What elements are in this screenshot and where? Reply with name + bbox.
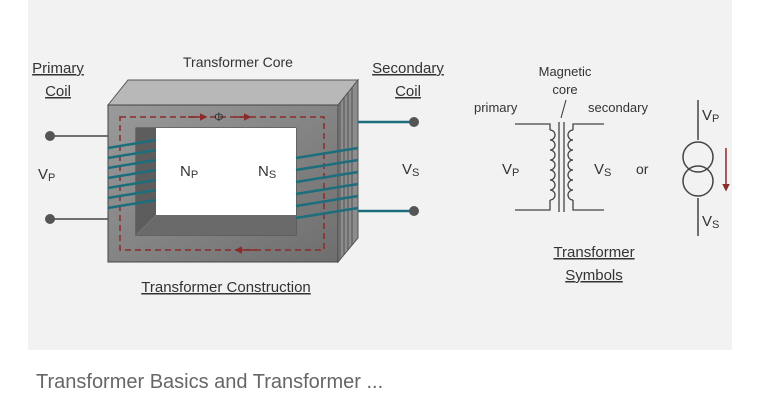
image-caption-link[interactable]: Transformer Basics and Transformer ... [36,371,384,393]
secondary-coil-label-line1: Secondary [372,60,444,77]
or-label: or [636,161,649,177]
secondary-symbol-label: secondary [588,100,648,115]
core-window-bottom [136,215,296,235]
vs-main: V [402,161,412,178]
symbol-vp-label: VP [502,161,519,179]
primary-winding [107,138,157,210]
phi-label: Φ [214,110,224,124]
vs-sub: S [412,167,419,179]
core-window [156,128,296,215]
vp-main: V [38,166,48,183]
primary-coil-label-line1: Primary [32,60,84,77]
secondary-coil-label-line2: Coil [395,83,421,100]
ns-sub: S [269,169,276,181]
symbol-vs-label: VS [594,161,611,179]
primary-symbol-label: primary [474,100,518,115]
transformer-construction-label: Transformer Construction [141,279,311,296]
primary-leads [52,135,108,220]
symbol-vs-sub: S [604,167,611,179]
np-sub: P [191,169,198,181]
symbol-vp-main: V [502,161,512,178]
alt-vs-main: V [702,213,712,230]
vp-label: VP [38,166,55,184]
magnetic-core-pointer [560,99,567,119]
symbol-vp-sub: P [512,167,519,179]
transformer-diagram: Φ Primary Coil Transformer Core Secondar… [32,54,730,296]
np-main: N [180,163,191,180]
ns-main: N [258,163,269,180]
alt-vp-main: V [702,107,712,124]
primary-terminal-bottom [45,214,55,224]
magnetic-core-label-line1: Magnetic [539,64,592,79]
alt-vp-label: VP [702,107,719,125]
magnetic-core-label-line2: core [552,82,577,97]
ns-label: NS [258,163,276,181]
alt-vs-sub: S [712,219,719,231]
transformer-core-label: Transformer Core [183,54,293,70]
secondary-terminal-bottom [409,206,419,216]
vp-sub: P [48,172,55,184]
transformer-symbol [515,122,604,212]
primary-terminal-top [45,131,55,141]
secondary-leads [358,120,412,213]
alt-transformer-symbol [682,100,714,236]
transformer-symbols-label-line2: Symbols [565,267,623,284]
alt-vp-sub: P [712,113,719,125]
image-thumbnail[interactable]: Φ Primary Coil Transformer Core Secondar… [28,0,732,350]
secondary-winding [295,146,359,220]
transformer-symbols-label-line1: Transformer [553,244,634,261]
alt-vs-label: VS [702,213,719,231]
secondary-terminal-top [409,117,419,127]
symbol-vs-main: V [594,161,604,178]
np-label: NP [180,163,198,181]
primary-coil-label-line2: Coil [45,83,71,100]
vs-label: VS [402,161,419,179]
